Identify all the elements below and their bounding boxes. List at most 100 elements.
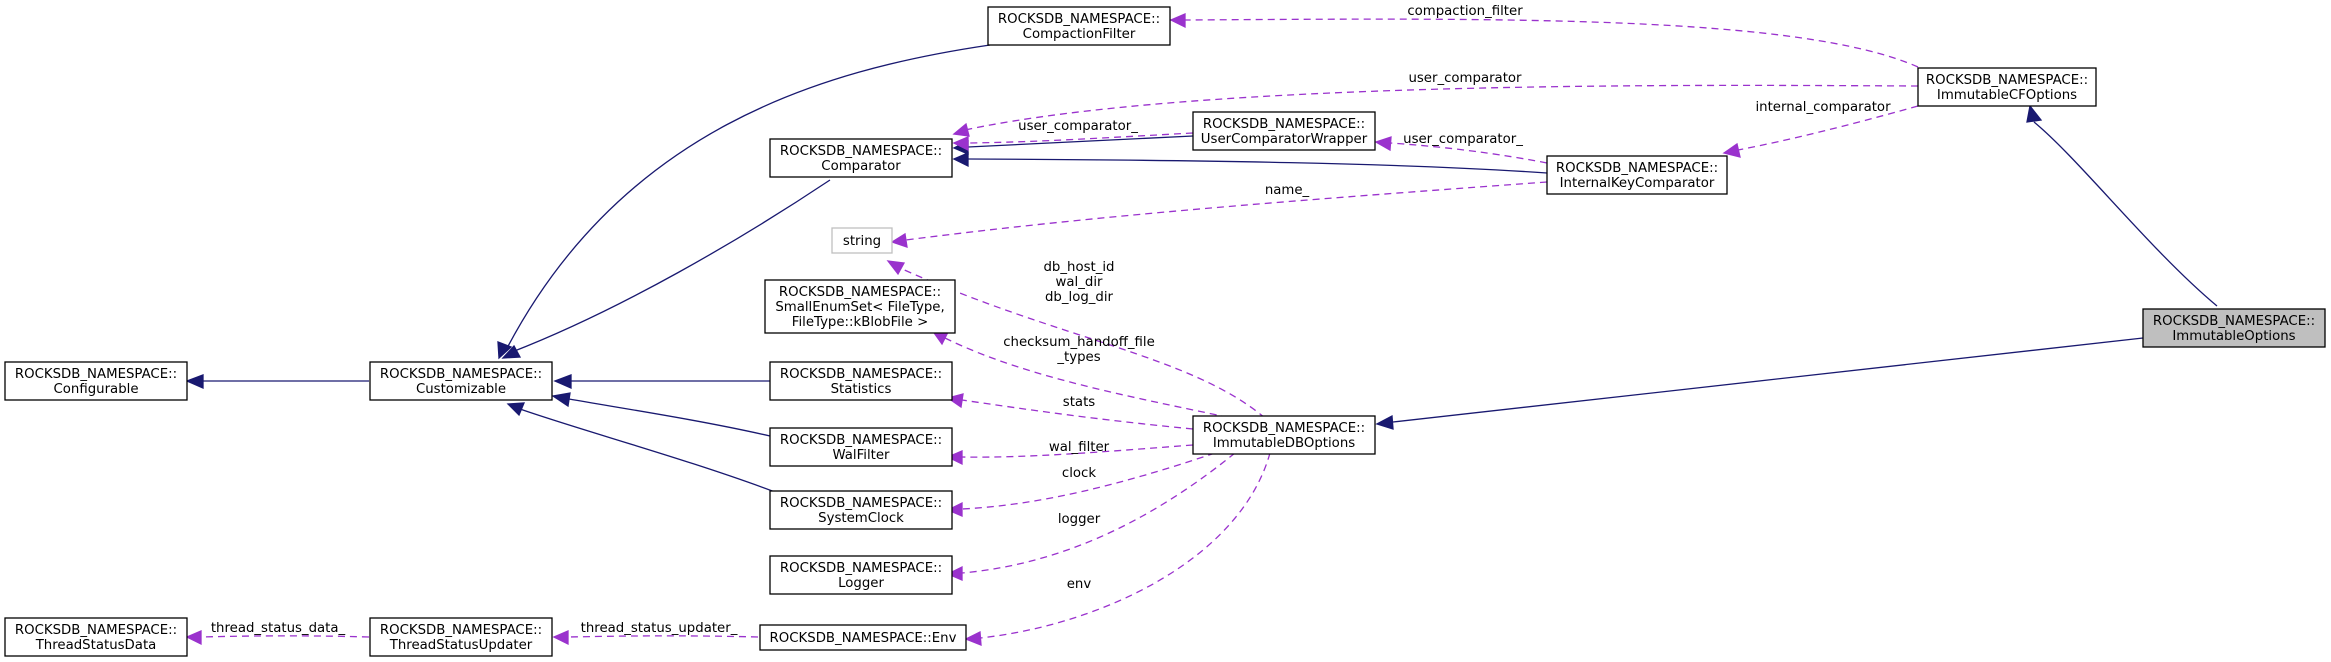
- edge-member-env: [964, 452, 1271, 646]
- edge-statistics-customizable: [553, 374, 770, 389]
- node-label-line: ROCKSDB_NAMESPACE::: [780, 433, 942, 448]
- label-thread-status-data: thread_status_data_: [211, 621, 346, 636]
- label-env: env: [1067, 577, 1092, 592]
- edge-member-user-comparator-cf: [952, 84, 1919, 137]
- node-label-line: WalFilter: [832, 448, 890, 463]
- node-label-line: Logger: [838, 576, 884, 591]
- edge-customizable-configurable: [185, 374, 369, 389]
- edge-systemclock-customizable: [506, 402, 776, 493]
- node-label-line: ROCKSDB_NAMESPACE::: [998, 12, 1160, 27]
- edge-compactionfilter-customizable: [497, 44, 991, 360]
- node-label-line: ROCKSDB_NAMESPACE::: [380, 623, 542, 638]
- edge-label-line: stats: [1063, 395, 1096, 410]
- edge-member-user-comparator-wrapper: [952, 132, 1194, 152]
- node-label-line: Comparator: [821, 159, 901, 174]
- node-label-line: Customizable: [416, 382, 506, 397]
- edge-label-line: checksum_handoff_file: [1003, 335, 1155, 350]
- edge-label-line: wal_dir: [1056, 275, 1104, 290]
- node-label-line: ROCKSDB_NAMESPACE::: [780, 561, 942, 576]
- label-thread-status-updater: thread_status_updater_: [581, 621, 738, 636]
- node-label-line: ROCKSDB_NAMESPACE::: [1926, 73, 2088, 88]
- node-wal-filter[interactable]: ROCKSDB_NAMESPACE::WalFilter: [769, 427, 953, 467]
- node-label-line: ROCKSDB_NAMESPACE::: [15, 367, 177, 382]
- edge-walfilter-customizable: [551, 392, 771, 437]
- node-comparator[interactable]: ROCKSDB_NAMESPACE::Comparator: [769, 138, 953, 178]
- label-user-comparator-ikc: user_comparator_: [1403, 132, 1523, 147]
- label-stats: stats: [1063, 395, 1096, 410]
- edge-label-line: user_comparator_: [1403, 132, 1523, 147]
- node-label-line: ImmutableOptions: [2172, 329, 2295, 344]
- node-label-line: ROCKSDB_NAMESPACE::: [1556, 161, 1718, 176]
- edge-label-line: db_host_id: [1043, 260, 1114, 275]
- edge-member-thread-status-updater: [552, 630, 759, 646]
- node-label-line: Configurable: [53, 382, 138, 397]
- edge-member-internal-comparator: [1722, 105, 1919, 158]
- label-logger: logger: [1058, 512, 1101, 527]
- node-label-line: ThreadStatusUpdater: [389, 638, 533, 653]
- node-configurable[interactable]: ROCKSDB_NAMESPACE::Configurable: [4, 361, 188, 401]
- node-immutable-db-options[interactable]: ROCKSDB_NAMESPACE::ImmutableDBOptions: [1192, 415, 1376, 455]
- node-label-line: ThreadStatusData: [35, 638, 157, 653]
- edge-member-thread-status-data: [185, 630, 370, 646]
- edge-label-line: compaction_filter: [1407, 4, 1523, 19]
- label-user-comparator-wrapper: user_comparator_: [1018, 119, 1138, 134]
- node-label-line: string: [843, 234, 881, 249]
- edge-userwrapper-comparator: [952, 135, 1194, 155]
- edge-member-name: [890, 181, 1548, 248]
- node-system-clock[interactable]: ROCKSDB_NAMESPACE::SystemClock: [769, 490, 953, 530]
- edge-immutableoptions-immutabledboptions: [1375, 337, 2144, 430]
- edge-member-clock: [946, 452, 1216, 517]
- label-wal-filter: wal_filter: [1049, 440, 1110, 455]
- node-label-line: ROCKSDB_NAMESPACE::Env: [770, 631, 957, 646]
- node-small-enum-set[interactable]: ROCKSDB_NAMESPACE::SmallEnumSet< FileTyp…: [764, 279, 956, 334]
- node-internal-key-comparator[interactable]: ROCKSDB_NAMESPACE::InternalKeyComparator: [1546, 155, 1728, 195]
- node-label-line: FileType::kBlobFile >: [792, 315, 928, 330]
- node-customizable[interactable]: ROCKSDB_NAMESPACE::Customizable: [369, 361, 553, 401]
- node-thread-status-updater[interactable]: ROCKSDB_NAMESPACE::ThreadStatusUpdater: [369, 617, 553, 657]
- edge-label-line: internal_comparator: [1755, 100, 1891, 115]
- edge-member-logger: [946, 452, 1236, 581]
- node-label-line: SmallEnumSet< FileType,: [775, 300, 944, 315]
- node-env[interactable]: ROCKSDB_NAMESPACE::Env: [759, 624, 967, 651]
- node-thread-status-data[interactable]: ROCKSDB_NAMESPACE::ThreadStatusData: [4, 617, 188, 657]
- label-user-comparator-cf: user_comparator: [1408, 71, 1522, 86]
- node-label-line: ROCKSDB_NAMESPACE::: [15, 623, 177, 638]
- edge-label-line: db_log_dir: [1045, 290, 1114, 305]
- edge-label-line: clock: [1062, 466, 1096, 481]
- node-label-line: CompactionFilter: [1023, 27, 1136, 42]
- edge-member-user-comparator-ikc: [1374, 136, 1548, 164]
- edge-label-line: logger: [1058, 512, 1101, 527]
- node-user-comparator-wrapper[interactable]: ROCKSDB_NAMESPACE::UserComparatorWrapper: [1192, 111, 1376, 151]
- node-label-line: ROCKSDB_NAMESPACE::: [780, 144, 942, 159]
- node-label-line: ROCKSDB_NAMESPACE::: [1203, 117, 1365, 132]
- node-label-line: ROCKSDB_NAMESPACE::: [2153, 314, 2315, 329]
- node-statistics[interactable]: ROCKSDB_NAMESPACE::Statistics: [769, 361, 953, 401]
- node-label-line: UserComparatorWrapper: [1201, 132, 1368, 147]
- edge-member-compaction-filter: [1169, 13, 1919, 68]
- edge-label-line: user_comparator_: [1018, 119, 1138, 134]
- node-string: string: [831, 227, 893, 254]
- edge-label-line: env: [1067, 577, 1092, 592]
- node-compaction-filter[interactable]: ROCKSDB_NAMESPACE::CompactionFilter: [987, 6, 1171, 46]
- node-label-line: ROCKSDB_NAMESPACE::: [380, 367, 542, 382]
- edge-comparator-customizable: [501, 179, 831, 359]
- node-label-line: InternalKeyComparator: [1560, 176, 1715, 191]
- edge-label-line: name_: [1265, 183, 1310, 198]
- node-label-line: ROCKSDB_NAMESPACE::: [780, 496, 942, 511]
- edge-label-line: wal_filter: [1049, 440, 1110, 455]
- edge-member-wal-filter: [946, 444, 1194, 466]
- edge-member-string-fields: [886, 260, 1266, 419]
- node-logger[interactable]: ROCKSDB_NAMESPACE::Logger: [769, 555, 953, 595]
- label-clock: clock: [1062, 466, 1096, 481]
- node-label-line: Statistics: [831, 382, 892, 397]
- edge-label-line: user_comparator: [1408, 71, 1522, 86]
- node-immutable-cf-options[interactable]: ROCKSDB_NAMESPACE::ImmutableCFOptions: [1917, 67, 2097, 107]
- edge-ikc-comparator: [952, 152, 1548, 174]
- edge-label-line: thread_status_data_: [211, 621, 346, 636]
- node-label-line: ImmutableDBOptions: [1213, 436, 1355, 451]
- edge-immutableoptions-immutablecfoptions: [2026, 104, 2218, 307]
- label-internal-comparator: internal_comparator: [1755, 100, 1891, 115]
- node-immutable-options[interactable]: ROCKSDB_NAMESPACE::ImmutableOptions: [2142, 308, 2326, 348]
